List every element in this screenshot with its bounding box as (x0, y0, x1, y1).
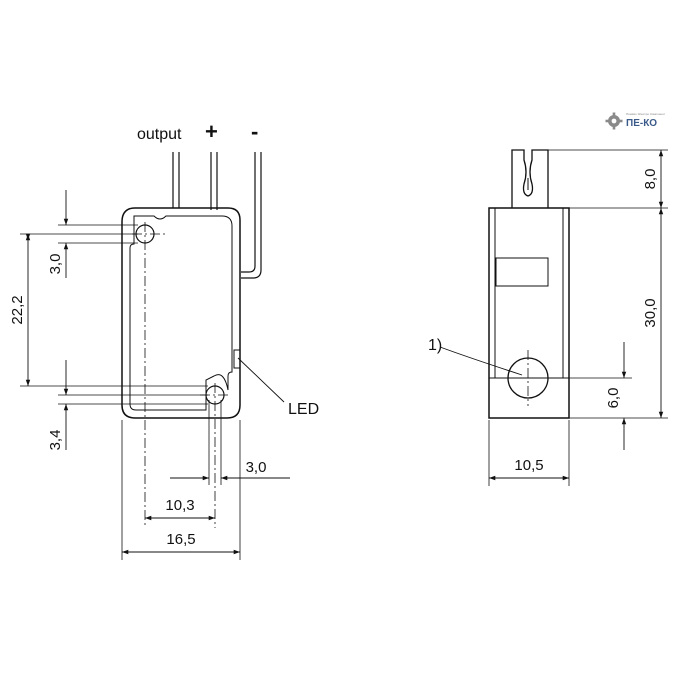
connector-tab (511, 149, 549, 208)
front-view (121, 152, 262, 419)
dim-connector-height: 8,0 (642, 169, 659, 190)
side-slot (495, 257, 549, 287)
logo-subtitle: Пневмо Электро Компонент (626, 112, 666, 116)
dim-right-edge-offset: 3,0 (246, 459, 267, 476)
dim-body-height: 30,0 (642, 298, 659, 327)
side-body (488, 207, 570, 419)
note-label: 1) (428, 337, 442, 354)
gear-icon (605, 112, 623, 130)
dim-hole-spacing: 22,2 (9, 295, 26, 324)
housing-inner (129, 215, 233, 411)
dim-left-hole-offset: 3,0 (47, 254, 64, 275)
led-window (233, 349, 241, 369)
dim-side-width: 10,5 (514, 457, 543, 474)
plus-label: + (205, 119, 218, 144)
led-label: LED (288, 401, 319, 418)
dim-bottom-hole-offset: 3,4 (47, 430, 64, 451)
logo-text: ПЕ-КО (626, 118, 657, 129)
dim-hole-height: 6,0 (605, 388, 622, 409)
output-label: output (137, 126, 182, 143)
brand-logo: Пневмо Электро Компонент ПЕ-КО (605, 112, 666, 130)
dim-total-width: 16,5 (166, 531, 195, 548)
dim-hole-to-edge: 10,3 (165, 497, 194, 514)
front-pins (172, 152, 262, 279)
housing-outline (121, 207, 241, 419)
minus-label: - (251, 119, 258, 144)
